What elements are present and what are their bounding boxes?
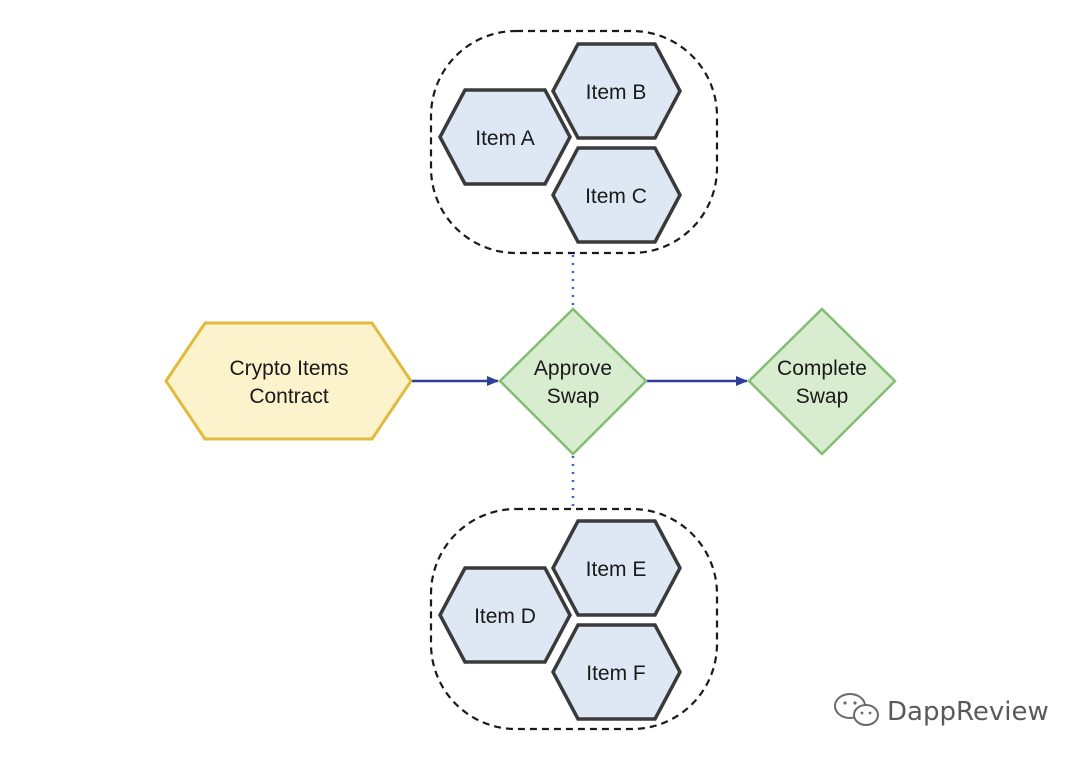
item-c-label: Item C [585, 185, 647, 208]
contract-label-line2: Contract [249, 385, 329, 408]
item-a-label: Item A [475, 127, 535, 150]
item-group-bottom: Item D Item E Item F [429, 507, 719, 731]
item-group-top: Item A Item B Item C [429, 29, 719, 255]
item-d-label: Item D [474, 605, 536, 628]
crypto-items-contract[interactable]: Crypto Items Contract [164, 321, 413, 441]
approve-label-line1: Approve [534, 357, 612, 380]
item-c-hexagon[interactable]: Item C [551, 146, 682, 244]
complete-swap-diamond[interactable]: Complete Swap [747, 307, 897, 456]
watermark-text: DappReview [887, 697, 1049, 727]
item-f-label: Item F [586, 662, 646, 685]
item-f-hexagon[interactable]: Item F [551, 623, 682, 721]
item-b-hexagon[interactable]: Item B [551, 42, 682, 140]
item-a-hexagon[interactable]: Item A [438, 88, 572, 186]
approve-swap-diamond[interactable]: Approve Swap [498, 307, 648, 456]
item-e-hexagon[interactable]: Item E [551, 519, 682, 617]
complete-label-line2: Swap [796, 385, 849, 408]
watermark: DappReview [834, 693, 1049, 727]
complete-label-line1: Complete [777, 357, 867, 380]
item-d-hexagon[interactable]: Item D [438, 566, 572, 664]
group-top-border [429, 29, 719, 255]
wechat-icon [834, 693, 879, 726]
item-b-label: Item B [586, 81, 647, 104]
approve-label-line2: Swap [547, 385, 600, 408]
contract-label-line1: Crypto Items [229, 357, 348, 380]
item-e-label: Item E [586, 558, 647, 581]
